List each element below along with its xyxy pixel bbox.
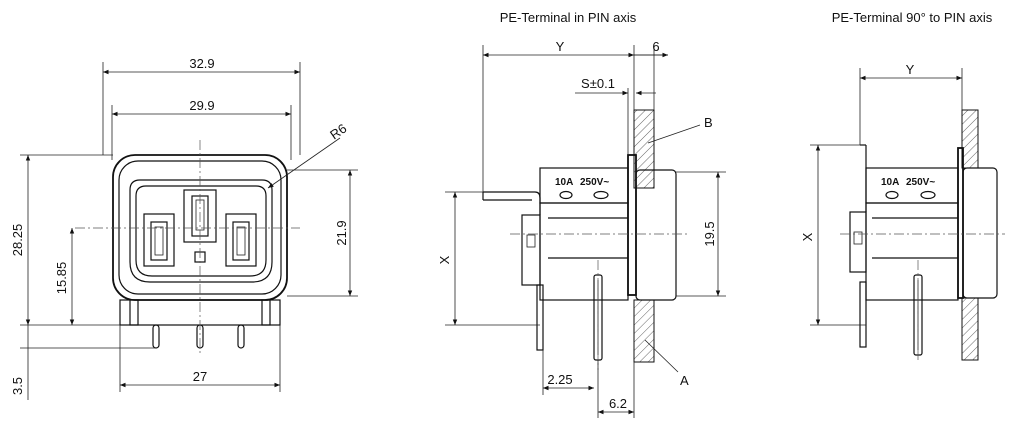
dim-pin-length: 3.5 (10, 377, 25, 395)
mount-tab-left (129, 299, 139, 326)
cert2-mark-1 (885, 190, 899, 200)
panel-bottom (633, 299, 655, 363)
dim-center-height: 15.85 (54, 262, 69, 295)
dim-inner-width: 29.9 (189, 98, 214, 113)
flange2-plate (957, 147, 964, 299)
dim-y-1: Y (556, 39, 565, 54)
dim-radius: R6 (327, 121, 349, 143)
pe-tab (521, 214, 541, 286)
dim-s: S±0.1 (581, 76, 615, 91)
rating-current-2: 10A (881, 177, 899, 188)
dim-pin-offset: 2.25 (547, 372, 572, 387)
socket-cavity-inner (135, 185, 267, 277)
pe2-tab (849, 211, 867, 273)
pe-tab-marker (526, 234, 536, 248)
side2-pin-1 (859, 281, 867, 348)
pe-wire (483, 191, 541, 215)
pin-right (237, 324, 245, 349)
side-view-2-title: PE-Terminal 90° to PIN axis (832, 10, 993, 25)
dim-x-2: X (800, 232, 815, 241)
pe2-tab-marker (853, 231, 863, 245)
dim-height: 28.25 (10, 224, 25, 257)
side-view-90deg: PE-Terminal 90° to PIN axis 10A 250V~ Y … (800, 10, 1005, 362)
rating-current-1: 10A (555, 177, 573, 188)
side-view-pin-axis: PE-Terminal in PIN axis 10A 250V~ (437, 10, 726, 418)
dim-height-1: 19.5 (702, 221, 717, 246)
front2-body (962, 167, 998, 299)
right-contact (225, 213, 257, 267)
side-pin-1 (536, 284, 544, 351)
cert-mark-2 (593, 190, 609, 200)
side-view-1-title: PE-Terminal in PIN axis (500, 10, 637, 25)
dim-panel: 6 (652, 39, 659, 54)
cert-mark-1 (559, 190, 573, 200)
panel2-top (961, 109, 979, 169)
callout-a: A (680, 373, 689, 388)
pin-left (152, 324, 160, 349)
panel-top (633, 109, 655, 189)
panel2-bottom (961, 297, 979, 361)
front-view: 32.9 29.9 R6 21.9 28.25 15.85 3.5 27 (10, 56, 358, 400)
dim-y-2: Y (906, 62, 915, 77)
left-contact (143, 213, 175, 267)
cert2-mark-2 (920, 190, 936, 200)
dim-pin-base: 6.2 (609, 396, 627, 411)
rating-voltage-2: 250V~ (906, 177, 935, 188)
dim-x-1: X (437, 255, 452, 264)
callout-b: B (704, 115, 713, 130)
rating-voltage-1: 250V~ (580, 177, 609, 188)
dim-opening-height: 21.9 (334, 220, 349, 245)
front-body (635, 169, 677, 301)
mount-tab-right (261, 299, 271, 326)
dim-overall-width: 32.9 (189, 56, 214, 71)
dim-pin-spacing: 27 (193, 369, 207, 384)
